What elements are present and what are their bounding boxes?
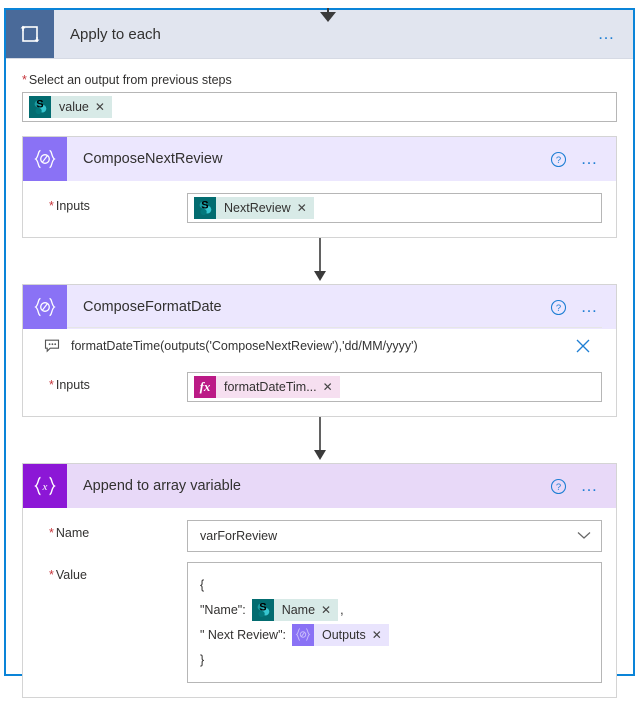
card-body: formatDateTime(outputs('ComposeNextRevie… <box>23 327 616 416</box>
function-icon: fx <box>194 376 216 398</box>
variable-name-select[interactable]: varForReview <box>187 520 602 552</box>
card-title: Append to array variable <box>83 478 241 494</box>
apply-to-each-scope: Apply to each … *Select an output from p… <box>4 8 635 698</box>
name-label: *Name <box>49 526 90 540</box>
sharepoint-icon: S <box>194 197 216 219</box>
variable-icon: x <box>23 464 67 508</box>
svg-text:S: S <box>36 98 43 110</box>
token-remove-icon[interactable]: ✕ <box>94 96 112 118</box>
json-text: } <box>200 652 205 667</box>
card-title: ComposeNextReview <box>83 151 223 167</box>
connector-1 <box>22 238 617 284</box>
svg-text:?: ? <box>555 155 560 166</box>
help-icon[interactable]: ? <box>550 299 567 316</box>
chevron-down-icon[interactable] <box>577 529 591 543</box>
inputs-label: *Inputs <box>49 378 90 392</box>
token-format-date-time[interactable]: fx formatDateTim... ✕ <box>194 376 340 398</box>
expression-text: formatDateTime(outputs('ComposeNextRevie… <box>71 339 418 353</box>
scope-header[interactable]: Apply to each … <box>6 10 633 59</box>
token-remove-icon[interactable]: ✕ <box>296 197 314 219</box>
required-asterisk: * <box>49 199 54 213</box>
token-outputs[interactable]: Outputs ✕ <box>291 623 389 646</box>
scope-field-label: *Select an output from previous steps <box>22 73 232 87</box>
required-asterisk: * <box>22 73 27 87</box>
help-icon[interactable]: ? <box>550 151 567 168</box>
card-body: *Name varForReview <box>23 508 616 697</box>
required-asterisk: * <box>49 568 54 582</box>
token-remove-icon[interactable]: ✕ <box>321 598 339 621</box>
compose-icon <box>23 285 67 329</box>
help-icon[interactable]: ? <box>550 478 567 495</box>
svg-text:S: S <box>259 601 266 613</box>
close-icon[interactable] <box>574 337 598 355</box>
json-key: "Name": <box>200 602 246 617</box>
compose-icon <box>291 623 314 646</box>
json-comma: , <box>340 602 344 617</box>
svg-text:?: ? <box>555 482 560 493</box>
scope-title: Apply to each <box>70 25 161 43</box>
action-card-compose-next-review: ComposeNextReview ? … *Inputs <box>22 136 617 238</box>
token-label: NextReview <box>216 197 297 219</box>
token-next-review[interactable]: S NextReview ✕ <box>194 197 314 219</box>
compose-icon <box>23 137 67 181</box>
json-line: { <box>200 572 589 597</box>
incoming-connector-arrow <box>320 8 336 22</box>
inputs-label: *Inputs <box>49 199 90 213</box>
token-label: Name <box>273 598 322 621</box>
token-remove-icon[interactable]: ✕ <box>371 623 389 646</box>
card-more-menu-icon[interactable]: … <box>580 297 600 316</box>
tooltip-icon <box>41 338 63 354</box>
token-label: Outputs <box>313 623 372 646</box>
json-line: "Name": S <box>200 597 589 622</box>
svg-text:x: x <box>42 481 48 493</box>
sharepoint-icon: S <box>251 598 274 621</box>
svg-text:S: S <box>201 199 208 211</box>
select-output-input[interactable]: S value ✕ <box>22 92 617 122</box>
json-text: { <box>200 577 205 592</box>
card-more-menu-icon[interactable]: … <box>580 476 600 495</box>
json-line: " Next Review": <box>200 622 589 647</box>
required-asterisk: * <box>49 526 54 540</box>
value-label: *Value <box>49 568 87 582</box>
token-label: formatDateTim... <box>216 376 323 398</box>
loop-icon <box>6 10 54 58</box>
card-header[interactable]: x Append to array variable ? … <box>23 464 616 508</box>
sharepoint-icon: S <box>29 96 51 118</box>
token-value[interactable]: S value ✕ <box>29 96 112 118</box>
token-remove-icon[interactable]: ✕ <box>322 376 340 398</box>
card-body: *Inputs S <box>23 181 616 237</box>
action-card-compose-format-date: ComposeFormatDate ? … <box>22 284 617 417</box>
card-header[interactable]: ComposeNextReview ? … <box>23 137 616 181</box>
card-header[interactable]: ComposeFormatDate ? … <box>23 285 616 329</box>
scope-more-menu-icon[interactable]: … <box>597 24 617 43</box>
connector-2 <box>22 417 617 463</box>
required-asterisk: * <box>49 378 54 392</box>
variable-name-value: varForReview <box>200 529 278 543</box>
inputs-field[interactable]: fx formatDateTim... ✕ <box>187 372 602 402</box>
inputs-field[interactable]: S NextReview ✕ <box>187 193 602 223</box>
scope-body: *Select an output from previous steps S … <box>6 59 633 714</box>
json-key: " Next Review": <box>200 627 286 642</box>
expression-preview-row: formatDateTime(outputs('ComposeNextRevie… <box>37 327 602 364</box>
card-more-menu-icon[interactable]: … <box>580 149 600 168</box>
svg-text:?: ? <box>555 303 560 314</box>
token-label: value <box>51 96 95 118</box>
card-title: ComposeFormatDate <box>83 299 222 315</box>
token-name[interactable]: S Name ✕ <box>251 598 339 621</box>
json-line: } <box>200 647 589 672</box>
variable-value-editor[interactable]: { "Name": <box>187 562 602 683</box>
action-card-append-to-array-variable: x Append to array variable ? … <box>22 463 617 698</box>
